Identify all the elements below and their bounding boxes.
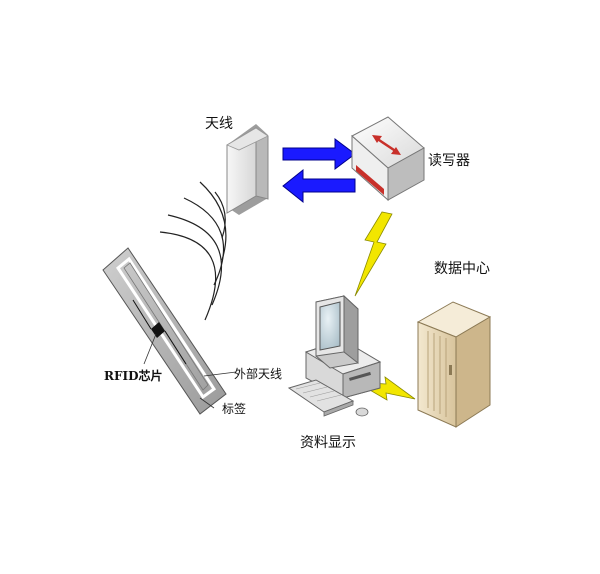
- data-display-label: 资料显示: [300, 435, 356, 451]
- reader-label: 读写器: [428, 152, 470, 169]
- tag-label: 标签: [222, 401, 246, 416]
- tag-leader-line: [199, 397, 215, 409]
- rfid-tag-icon: [102, 247, 227, 415]
- server-cabinet-icon: [416, 301, 492, 428]
- external-antenna-leader-line: [203, 371, 237, 377]
- lightning-bolt-icon-2: [355, 376, 416, 401]
- reader-box-icon: [351, 116, 425, 202]
- downlink-arrow-icon: [282, 168, 356, 204]
- radio-waves-icon: [159, 181, 227, 321]
- external-antenna-label: 外部天线: [234, 366, 282, 381]
- desktop-computer-icon: [287, 294, 382, 417]
- antenna-panel-icon: [226, 124, 269, 215]
- lightning-bolt-icon: [354, 211, 393, 297]
- uplink-arrow-icon: [282, 138, 356, 170]
- rfid-chip-label: RFID芯片: [104, 368, 163, 383]
- antenna-label: 天线: [205, 116, 233, 132]
- chip-leader-line: [143, 333, 157, 365]
- data-center-label: 数据中心: [434, 261, 490, 277]
